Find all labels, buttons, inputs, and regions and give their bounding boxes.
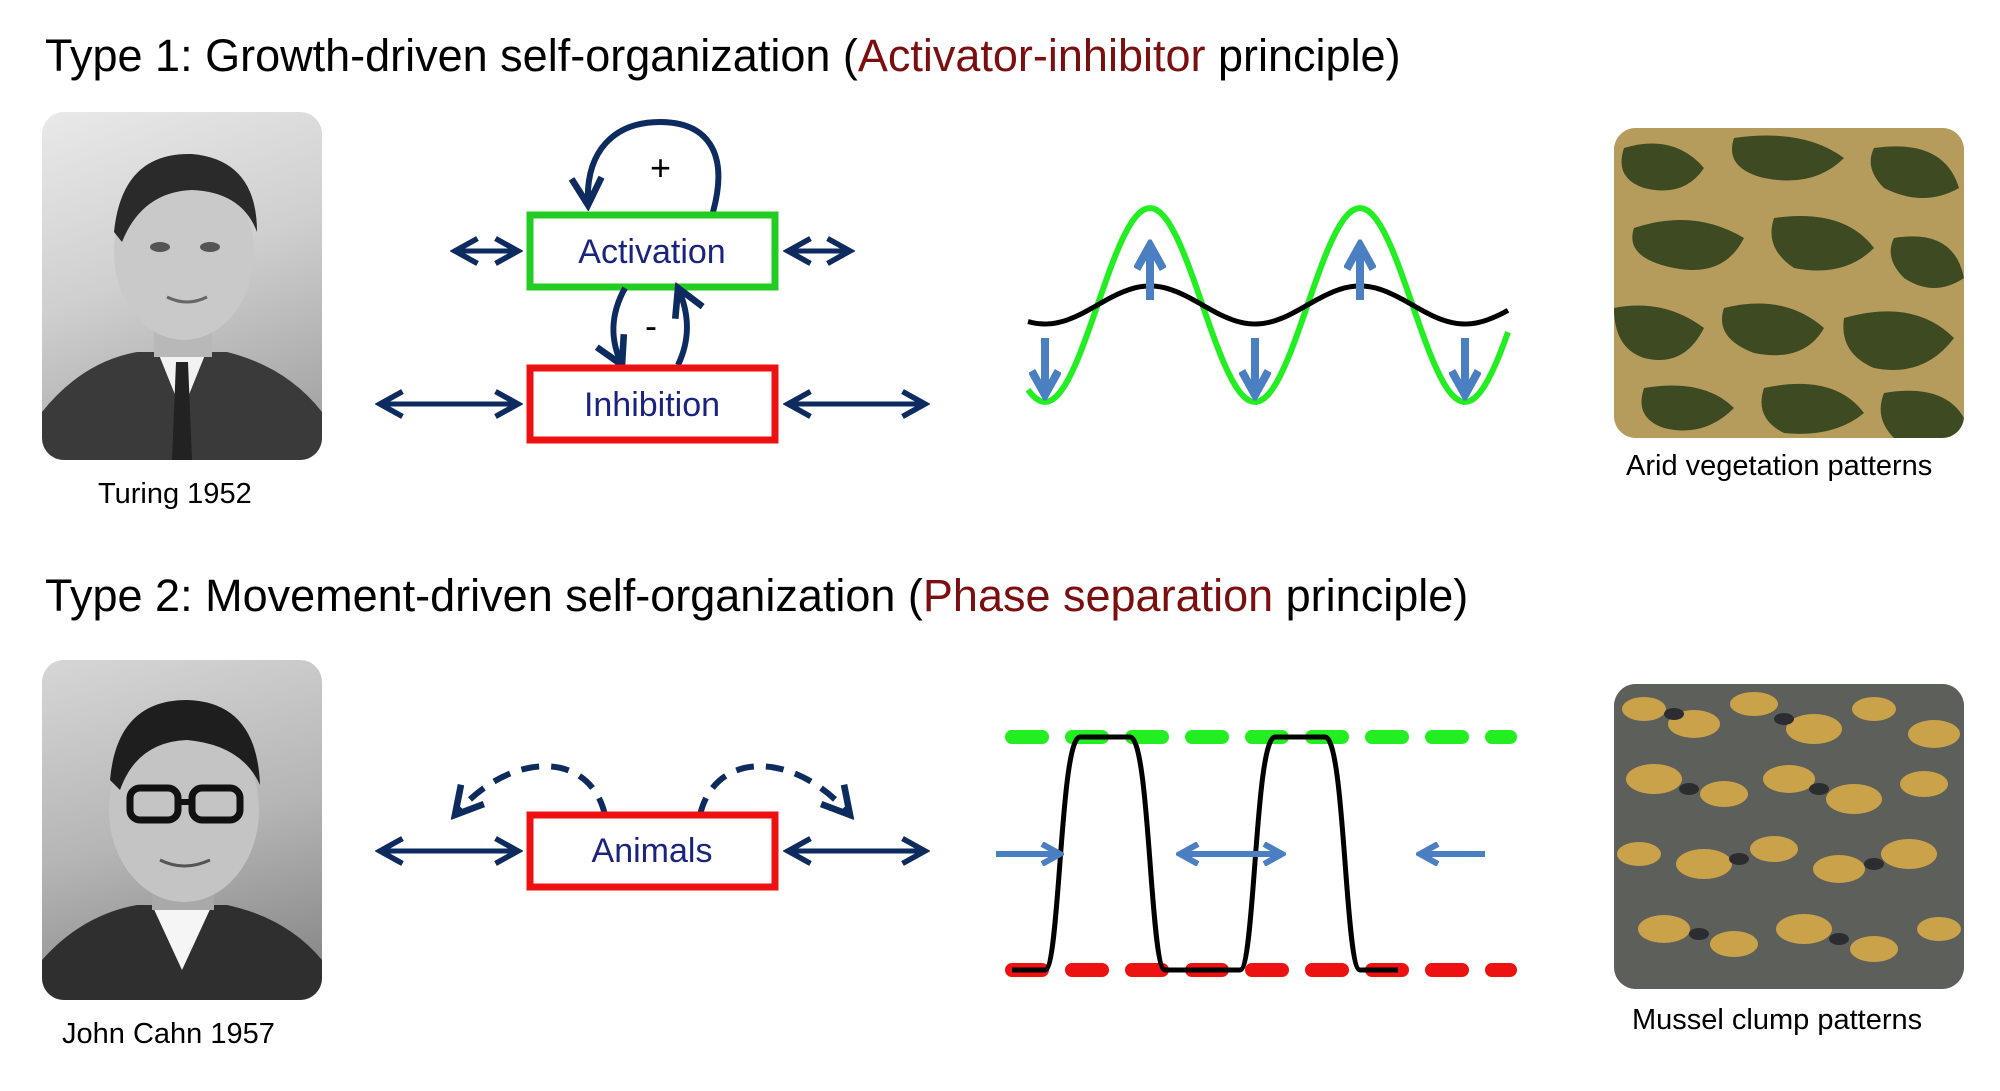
self-activation-loop-arrow — [588, 118, 722, 213]
animals-box — [526, 811, 779, 891]
type1-heading-prefix: Type 1: Growth-driven self-organization … — [45, 30, 858, 81]
turing-wave-plot — [1025, 204, 1511, 406]
turing-caption: Turing 1952 — [98, 478, 252, 510]
right-movement-dashed-arrow — [697, 763, 850, 815]
mussel-caption: Mussel clump patterns — [1632, 1004, 1923, 1036]
density-profile-black — [1012, 734, 1398, 973]
type2-heading-suffix: principle) — [1273, 570, 1469, 621]
plus-sign: + — [650, 147, 671, 188]
phase-separation-plot — [996, 730, 1517, 977]
inhibition-box — [526, 364, 779, 444]
activation-box — [526, 211, 779, 291]
inhibition-feedback-arrow — [613, 286, 628, 365]
cahn-portrait — [42, 660, 322, 1000]
turing-portrait — [42, 112, 322, 460]
type1-heading: Type 1: Growth-driven self-organization … — [45, 30, 1401, 82]
inhibition-label: Inhibition — [584, 386, 720, 424]
activation-label: Activation — [578, 233, 725, 271]
minus-sign: - — [645, 305, 657, 346]
type2-heading: Type 2: Movement-driven self-organizatio… — [45, 570, 1468, 622]
cahn-caption: John Cahn 1957 — [62, 1018, 275, 1050]
arid-caption: Arid vegetation patterns — [1626, 450, 1933, 482]
type1-heading-suffix: principle) — [1205, 30, 1401, 81]
initial-wave-black — [1027, 283, 1510, 327]
animals-label: Animals — [592, 832, 713, 870]
activation-feedback-arrow — [678, 288, 687, 367]
type2-heading-prefix: Type 2: Movement-driven self-organizatio… — [45, 570, 923, 621]
mussel-clump-photo — [1614, 684, 1964, 989]
left-movement-dashed-arrow — [455, 763, 608, 815]
type2-heading-highlight: Phase separation — [922, 570, 1274, 621]
arid-vegetation-photo — [1614, 128, 1964, 438]
schematic-diagrams: + Activation - Inhibition Animals — [360, 118, 1517, 977]
type1-heading-highlight: Activator-inhibitor — [857, 30, 1206, 81]
